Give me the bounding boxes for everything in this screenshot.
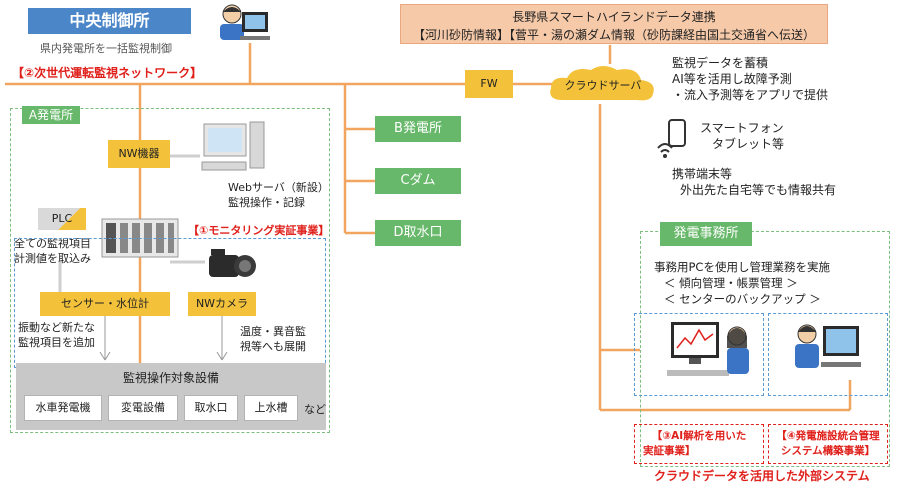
office-system-area — [768, 313, 888, 396]
equipment-title: 監視操作対象設備 — [122, 371, 219, 385]
plc-note-line1: 全ての監視項目 — [14, 237, 91, 250]
network-label: 【②次世代運転監視ネットワーク】 — [12, 66, 203, 80]
mobile-note-line1: 携帯端末等 — [672, 167, 733, 181]
cloud-note: 監視データを蓄積 — [672, 56, 769, 70]
operator-icon — [220, 4, 270, 40]
office-line3: ＜ センターのバックアップ ＞ — [664, 292, 821, 306]
sensor-note-line2: 監視項目を追加 — [18, 336, 95, 349]
office-pc-area — [634, 313, 764, 396]
nagano-data-box: 長野県スマートハイランドデータ連携 【河川砂防情報】【菅平・湯の瀬ダム情報（砂防… — [400, 4, 828, 44]
camera-note-line1: 温度・異音監 — [240, 325, 306, 338]
smartphone-line2: タブレット等 — [712, 137, 785, 151]
camera-note: 温度・異音監 視等へも展開 — [240, 324, 306, 354]
sensor-note: 振動など新たな 監視項目を追加 — [18, 320, 95, 350]
plc-note: 全ての監視項目 計測値を取込み — [14, 236, 91, 266]
mobile-note: 携帯端末等 外出先た自宅等でも情報共有 — [672, 166, 836, 198]
computer-icon — [201, 121, 265, 171]
engineer-icon — [795, 324, 861, 368]
office-description: 事務用PCを使用し管理業務を実施 ＜ 傾向管理・帳票管理 ＞ ＜ センターのバッ… — [654, 259, 830, 307]
central-control-title: 中央制御所 — [28, 8, 191, 34]
nagano-line1: 長野県スマートハイランドデータ連携 — [512, 10, 716, 24]
cloud-note: AI等を活用し故障予測 — [672, 72, 792, 86]
office-title: 発電事務所 — [660, 222, 752, 246]
plc-label: PLC — [51, 212, 73, 225]
cloud-notes: 監視データを蓄積 AI等を活用し故障予測 ・流入予測等をアプリで提供 — [672, 55, 828, 103]
office-line1: 事務用PCを使用し管理業務を実施 — [654, 260, 830, 274]
plc-box: PLC — [38, 208, 86, 230]
web-server-line1: Webサーバ（新設） — [228, 181, 329, 194]
camera-box: NWカメラ — [188, 292, 256, 316]
smartphone-label: スマートフォン タブレット等 — [700, 120, 784, 152]
equipment-panel: 監視操作対象設備 水車発電機 変電設備 取水口 上水槽 など — [16, 363, 326, 430]
office-line2: ＜ 傾向管理・帳票管理 ＞ — [664, 276, 798, 290]
external-system-label: クラウドデータを活用した外部システム — [654, 469, 870, 483]
cloud-shape — [550, 66, 654, 101]
equipment-item: 水車発電機 — [24, 395, 102, 421]
site-box: D取水口 — [375, 220, 461, 246]
camera-icon — [209, 249, 256, 277]
analyst-icon — [667, 322, 749, 376]
firewall-box: FW — [465, 70, 513, 98]
nagano-line2: 【河川砂防情報】【菅平・湯の瀬ダム情報（砂防課経由国土交通省へ伝送） — [412, 28, 815, 42]
site-box: B発電所 — [375, 116, 461, 142]
camera-note-line2: 視等へも展開 — [240, 340, 306, 353]
equipment-item: 取水口 — [184, 395, 238, 421]
smartphone-line1: スマートフォン — [700, 121, 784, 135]
project4-box: 【④発電施設統合管理 システム構築事業】 — [768, 424, 888, 464]
sensor-box: センサー・水位計 — [40, 292, 170, 316]
web-server-line2: 監視操作・記録 — [228, 196, 305, 209]
office-area — [640, 231, 890, 467]
plant-a-title: A発電所 — [22, 106, 80, 124]
project4-line1: 【④発電施設統合管理 — [776, 430, 880, 442]
nw-device-box: NW機器 — [108, 140, 170, 168]
sensor-note-line1: 振動など新たな — [18, 321, 95, 334]
plc-note-line2: 計測値を取込み — [14, 252, 91, 265]
cloud-server-label: クラウドサーバ — [564, 79, 642, 92]
central-control-subtitle: 県内発電所を一括監視制御 — [40, 42, 172, 55]
web-server-note: Webサーバ（新設） 監視操作・記録 — [228, 180, 329, 210]
project3-line1: 【③AI解析を用いた — [651, 430, 747, 442]
site-box: Cダム — [375, 168, 461, 194]
mobile-note-line2: 外出先た自宅等でも情報共有 — [680, 183, 837, 197]
equipment-item: 上水槽 — [244, 395, 298, 421]
equipment-etc: など — [304, 403, 326, 416]
project4-line2: システム構築事業】 — [780, 445, 876, 457]
plant-a-area — [10, 108, 330, 433]
monitoring-label: 【①モニタリング実証事業】 — [188, 224, 330, 237]
smartphone-icon — [657, 119, 686, 158]
project3-box: 【③AI解析を用いた 実証事業】 — [634, 424, 764, 464]
cloud-note: ・流入予測等をアプリで提供 — [672, 88, 829, 102]
equipment-item: 変電設備 — [108, 395, 178, 421]
project3-line2: 実証事業】 — [643, 445, 696, 457]
